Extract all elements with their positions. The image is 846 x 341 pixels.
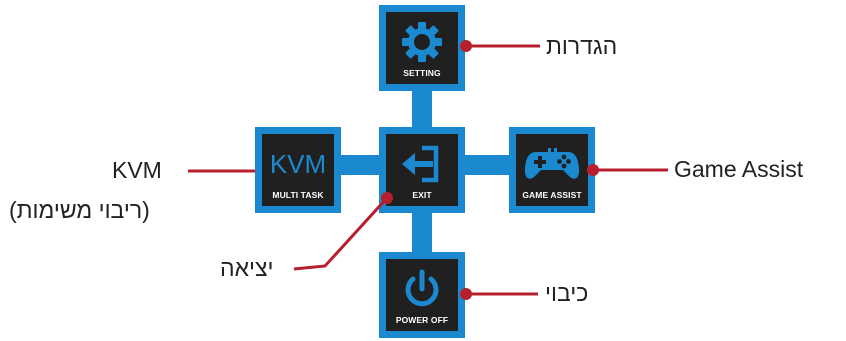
callout-line-exit [293, 196, 389, 271]
callout-label-kvm-sub: (ריבוי משימות) [9, 197, 150, 223]
gamepad-icon [516, 141, 588, 187]
power-icon [386, 266, 458, 312]
setting-key[interactable]: SETTING [379, 5, 465, 91]
callout-label-kvm: KVM [112, 157, 162, 183]
callout-label-power-off: כיבוי [545, 280, 589, 306]
callout-label-exit: יציאה [220, 255, 274, 281]
multi-task-key[interactable]: KVM MULTI TASK [255, 127, 341, 213]
kvm-icon-text: KVM [269, 149, 327, 179]
game-assist-caption: GAME ASSIST [522, 190, 582, 200]
game-assist-key[interactable]: GAME ASSIST [509, 127, 595, 213]
exit-caption: EXIT [412, 190, 432, 200]
power-off-key[interactable]: POWER OFF [379, 252, 465, 338]
callout-label-game-assist: Game Assist [674, 156, 804, 182]
exit-icon [386, 141, 458, 187]
callout-dot-settings [460, 40, 472, 52]
exit-key[interactable]: EXIT [379, 127, 465, 213]
multi-task-caption: MULTI TASK [272, 190, 324, 200]
callout-dot-game-assist [587, 164, 599, 176]
callout-label-settings: הגדרות [546, 33, 618, 59]
power-off-caption: POWER OFF [395, 315, 449, 325]
kvm-icon: KVM [262, 141, 334, 187]
setting-caption: SETTING [403, 68, 441, 78]
callout-dot-power-off [460, 288, 472, 300]
gear-icon [386, 19, 458, 65]
callout-dot-exit [381, 192, 393, 204]
